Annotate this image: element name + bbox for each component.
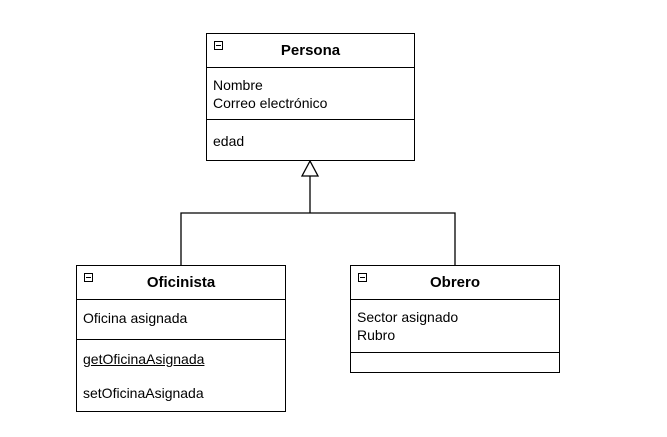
operation-edad[interactable]: edad bbox=[213, 133, 245, 149]
class-persona-attributes: Nombre Correo electrónico bbox=[207, 68, 414, 119]
class-obrero-header: Obrero bbox=[351, 266, 559, 300]
attribute-correo[interactable]: Correo electrónico bbox=[213, 95, 328, 111]
attribute-sector-asignado[interactable]: Sector asignado bbox=[357, 309, 459, 325]
class-persona-operations: edad bbox=[207, 119, 414, 160]
collapse-minus-icon[interactable] bbox=[214, 41, 223, 50]
class-persona-header: Persona bbox=[207, 34, 414, 68]
class-obrero-name: Obrero bbox=[429, 274, 480, 291]
attribute-rubro[interactable]: Rubro bbox=[357, 327, 396, 343]
class-obrero-attributes: Sector asignado Rubro bbox=[351, 300, 559, 352]
class-persona-name: Persona bbox=[280, 42, 341, 59]
class-obrero-operations bbox=[351, 352, 559, 372]
generalization-arrowhead bbox=[300, 159, 320, 177]
class-oficinista-name: Oficinista bbox=[146, 274, 216, 291]
class-obrero[interactable]: Obrero Sector asignado Rubro bbox=[350, 265, 560, 373]
collapse-minus-icon[interactable] bbox=[84, 273, 93, 282]
class-oficinista-attributes: Oficina asignada bbox=[77, 300, 285, 339]
class-oficinista-operations: getOficinaAsignada setOficinaAsignada bbox=[77, 339, 285, 411]
operation-get-oficina-asignada[interactable]: getOficinaAsignada bbox=[83, 351, 205, 367]
generalization-line-oficinista bbox=[180, 212, 310, 265]
operation-set-oficina-asignada[interactable]: setOficinaAsignada bbox=[83, 385, 204, 401]
collapse-minus-icon[interactable] bbox=[358, 273, 367, 282]
attribute-nombre[interactable]: Nombre bbox=[213, 77, 263, 93]
generalization-line-obrero bbox=[310, 212, 456, 265]
attribute-oficina-asignada[interactable]: Oficina asignada bbox=[83, 310, 188, 326]
class-oficinista-header: Oficinista bbox=[77, 266, 285, 300]
class-persona[interactable]: Persona Nombre Correo electrónico edad bbox=[206, 33, 415, 161]
class-oficinista[interactable]: Oficinista Oficina asignada getOficinaAs… bbox=[76, 265, 286, 412]
